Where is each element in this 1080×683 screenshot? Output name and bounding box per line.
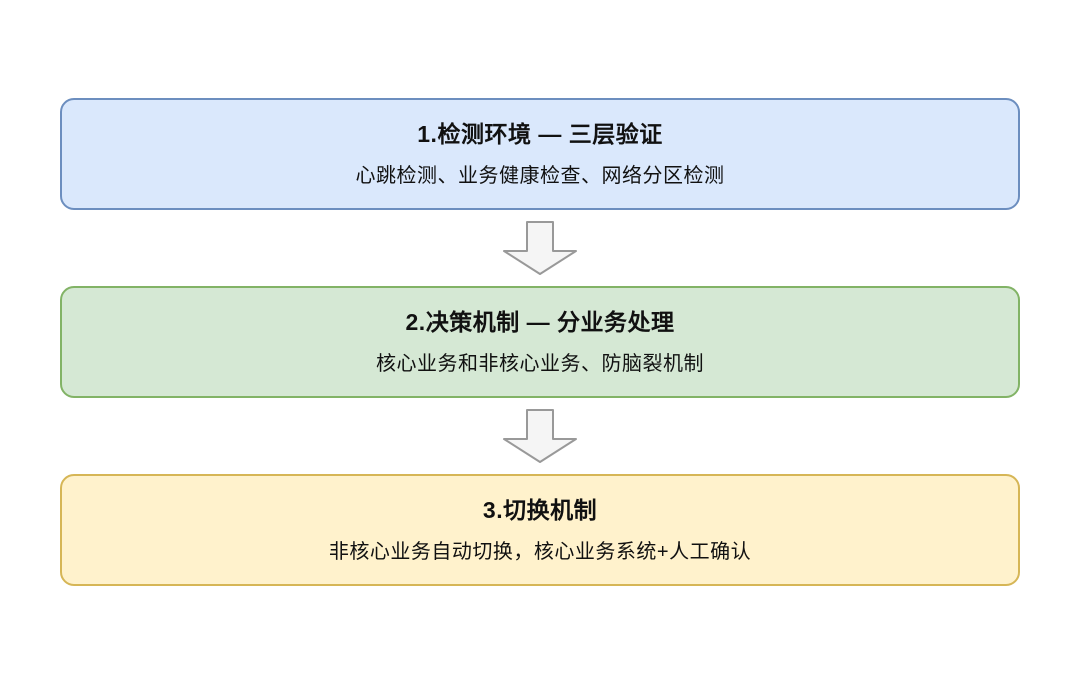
arrow-gap: [502, 210, 578, 286]
arrow-gap: [502, 398, 578, 474]
step-title: 3.切换机制: [482, 496, 598, 523]
step-subtitle: 非核心业务自动切换，核心业务系统+人工确认: [328, 541, 752, 564]
flow-column: 1.检测环境 — 三层验证 心跳检测、业务健康检查、网络分区检测 2.决策机制 …: [60, 98, 1020, 586]
step-subtitle: 核心业务和非核心业务、防脑裂机制: [376, 353, 704, 376]
flow-step-decision: 2.决策机制 — 分业务处理 核心业务和非核心业务、防脑裂机制: [60, 286, 1020, 398]
step-title: 1.检测环境 — 三层验证: [417, 120, 663, 147]
step-title: 2.决策机制 — 分业务处理: [405, 308, 675, 335]
flow-step-detection: 1.检测环境 — 三层验证 心跳检测、业务健康检查、网络分区检测: [60, 98, 1020, 210]
down-arrow-icon: [503, 221, 577, 275]
step-subtitle: 心跳检测、业务健康检查、网络分区检测: [355, 165, 725, 188]
flow-step-switch: 3.切换机制 非核心业务自动切换，核心业务系统+人工确认: [60, 474, 1020, 586]
down-arrow-icon: [503, 409, 577, 463]
